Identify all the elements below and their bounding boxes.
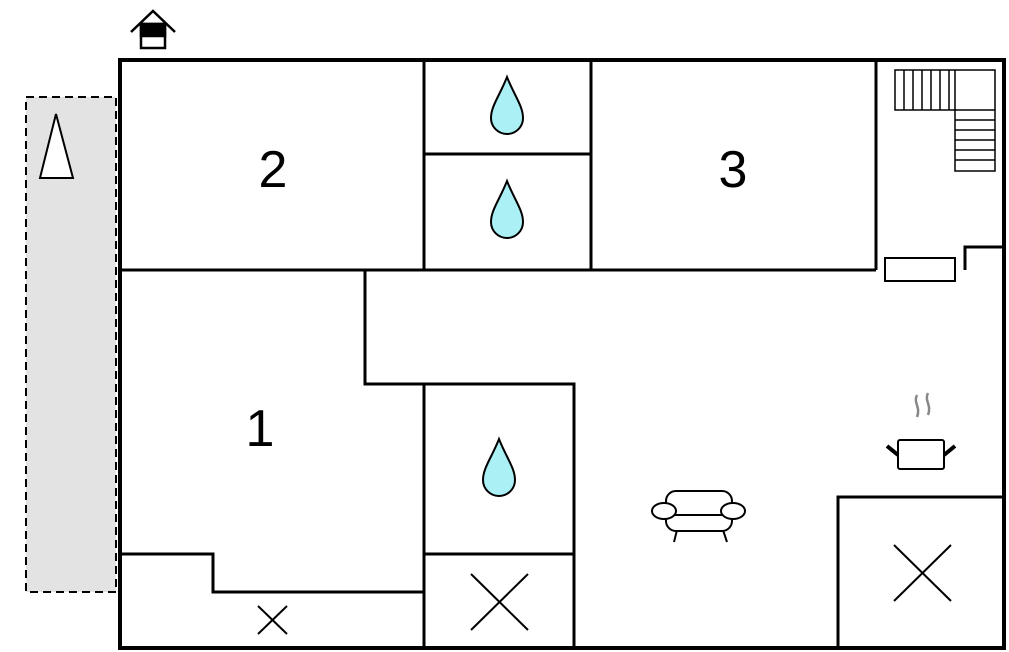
- stairs-icon: [894, 69, 996, 172]
- walls: [118, 58, 1006, 650]
- cooking-pot-icon: [885, 392, 957, 470]
- water-drop-icon: [489, 74, 525, 135]
- room-label-3: 3: [719, 141, 748, 199]
- north-arrow-icon: [38, 113, 75, 179]
- radiator-icon: [884, 257, 956, 282]
- cross-icon: [257, 605, 288, 635]
- room-label-1: 1: [246, 400, 275, 458]
- water-drop-icon: [481, 436, 517, 497]
- sofa-icon: [651, 490, 746, 543]
- cross-icon: [893, 544, 952, 602]
- water-drop-icon: [489, 178, 525, 239]
- cross-icon: [470, 573, 529, 631]
- room-label-2: 2: [259, 141, 288, 199]
- entrance-icon: [130, 9, 176, 50]
- terrace: [25, 96, 117, 593]
